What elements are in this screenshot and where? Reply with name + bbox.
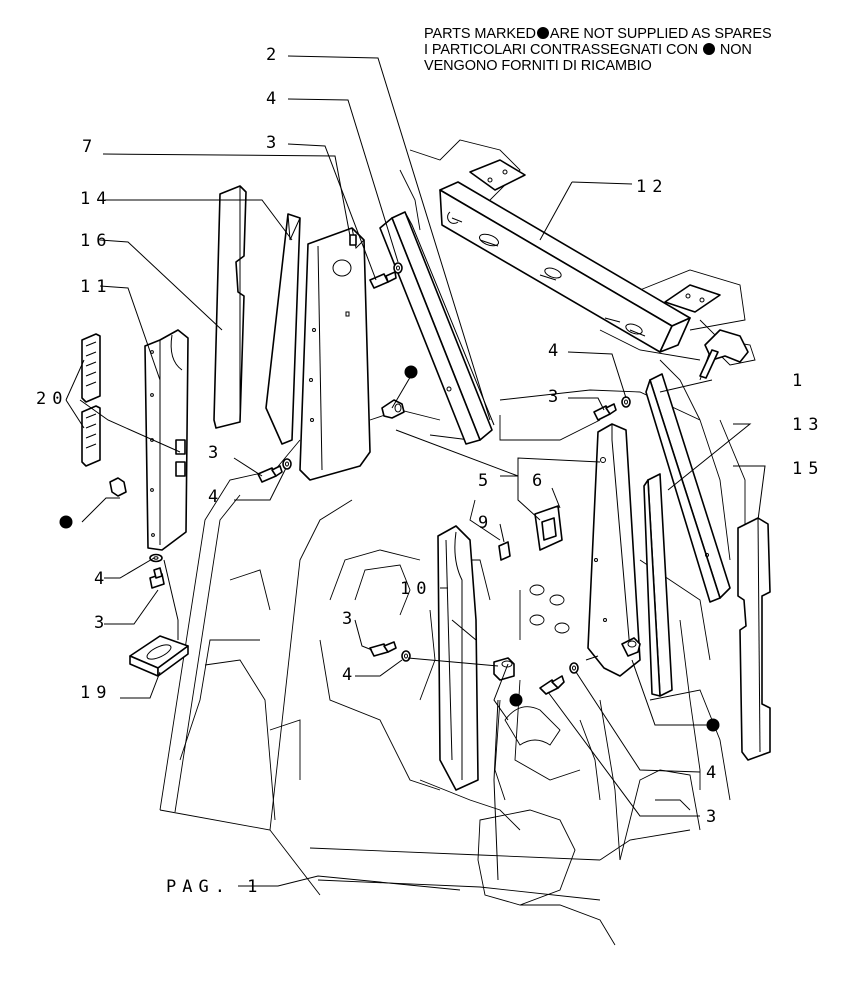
screws xyxy=(149,271,617,695)
callout-19: 19 xyxy=(80,683,112,703)
callout-3: 3 xyxy=(266,133,282,153)
plug-icon xyxy=(109,477,127,497)
not-supplied-bullet-icon xyxy=(59,515,73,529)
callout-4: 4 xyxy=(208,487,224,507)
part-10-lower-pillar-trim xyxy=(437,525,479,791)
callout-15: 15 xyxy=(792,459,824,479)
part-15-padded-strip xyxy=(737,517,771,761)
callout-9: 9 xyxy=(478,513,494,533)
callout-12: 12 xyxy=(636,177,668,197)
part-19-grommet xyxy=(129,635,189,677)
part-1-diagonal-trim xyxy=(645,373,731,603)
screw-icon xyxy=(369,641,397,657)
callout-4: 4 xyxy=(706,763,722,783)
callout-3: 3 xyxy=(342,609,358,629)
part-16-padded-strip xyxy=(213,185,247,429)
washer-icon xyxy=(621,396,631,408)
callout-3: 3 xyxy=(706,807,722,827)
callout-3: 3 xyxy=(548,387,564,407)
callout-13: 13 xyxy=(792,415,824,435)
callout-4: 4 xyxy=(266,89,282,109)
plug-icon xyxy=(381,399,405,419)
screw-icon xyxy=(369,271,397,289)
part-14-trim-strip xyxy=(265,213,301,445)
callout-4: 4 xyxy=(342,665,358,685)
plug-icon xyxy=(621,637,641,657)
screw-icon xyxy=(593,403,617,421)
right-pillar-cover xyxy=(587,423,641,677)
callout-2: 2 xyxy=(266,45,282,65)
washer-icon xyxy=(401,650,411,662)
not-supplied-bullet-icon xyxy=(706,718,720,732)
washer-icon xyxy=(282,458,292,470)
part-20-air-vents xyxy=(81,333,101,467)
not-supplied-bullet-icon xyxy=(404,365,418,379)
not-supplied-bullet-icon xyxy=(702,43,715,55)
part-13-trim-strip xyxy=(643,473,673,697)
notice-line-3: VENGONO FORNITI DI RICAMBIO xyxy=(424,58,652,74)
screw-icon xyxy=(257,465,283,483)
callout-5: 5 xyxy=(478,471,494,491)
callout-3: 3 xyxy=(94,613,110,633)
notice-line-1-start: PARTS MARKED xyxy=(424,26,536,42)
non-supplied-markers xyxy=(59,365,720,732)
cab-frame-outline xyxy=(159,139,756,946)
callout-16: 16 xyxy=(80,231,112,251)
part-9-clip xyxy=(498,541,511,561)
spares-notice: PARTS MARKED ARE NOT SUPPLIED AS SPARES I… xyxy=(424,26,844,74)
part-12-cross-member xyxy=(439,159,749,379)
callout-3: 3 xyxy=(208,443,224,463)
plug-icon xyxy=(493,657,515,681)
notice-line-1: PARTS MARKED ARE NOT SUPPLIED AS SPARES xyxy=(424,26,844,42)
washer-icon xyxy=(569,662,579,674)
notice-line-2-start: I PARTICOLARI CONTRASSEGNATI CON xyxy=(424,42,698,58)
callout-6: 6 xyxy=(532,471,548,491)
washers xyxy=(149,262,631,674)
notice-line-1-end: ARE NOT SUPPLIED AS SPARES xyxy=(549,26,772,42)
callout-1: 1 xyxy=(792,371,808,391)
callout-labels: 2 4 7 3 14 12 16 11 20 4 1 3 13 15 3 4 5… xyxy=(36,45,824,897)
washer-icon xyxy=(149,553,163,563)
callout-11: 11 xyxy=(80,277,112,297)
callout-4: 4 xyxy=(548,341,564,361)
screw-icon xyxy=(149,567,165,589)
part-2-pillar-trim xyxy=(379,211,495,445)
callout-14: 14 xyxy=(80,189,112,209)
part-7-pillar-cover xyxy=(299,227,371,481)
washer-icon xyxy=(393,262,403,274)
part-11-duct-panel xyxy=(144,329,189,551)
callout-4: 4 xyxy=(94,569,110,589)
notice-line-2: I PARTICOLARI CONTRASSEGNATI CON NON xyxy=(424,42,844,58)
not-supplied-bullet-icon xyxy=(536,27,549,39)
not-supplied-bullet-icon xyxy=(509,693,523,707)
callout-7: 7 xyxy=(82,137,98,157)
callout-20: 20 xyxy=(36,389,68,409)
page-reference: PAG. 1 xyxy=(166,877,263,897)
notice-line-2-end: NON xyxy=(719,42,752,58)
leader-lines xyxy=(65,55,766,891)
screw-icon xyxy=(539,675,565,695)
part-6-bracket xyxy=(534,505,563,551)
non-supplied-plugs xyxy=(109,399,641,681)
callout-10: 10 xyxy=(400,579,432,599)
